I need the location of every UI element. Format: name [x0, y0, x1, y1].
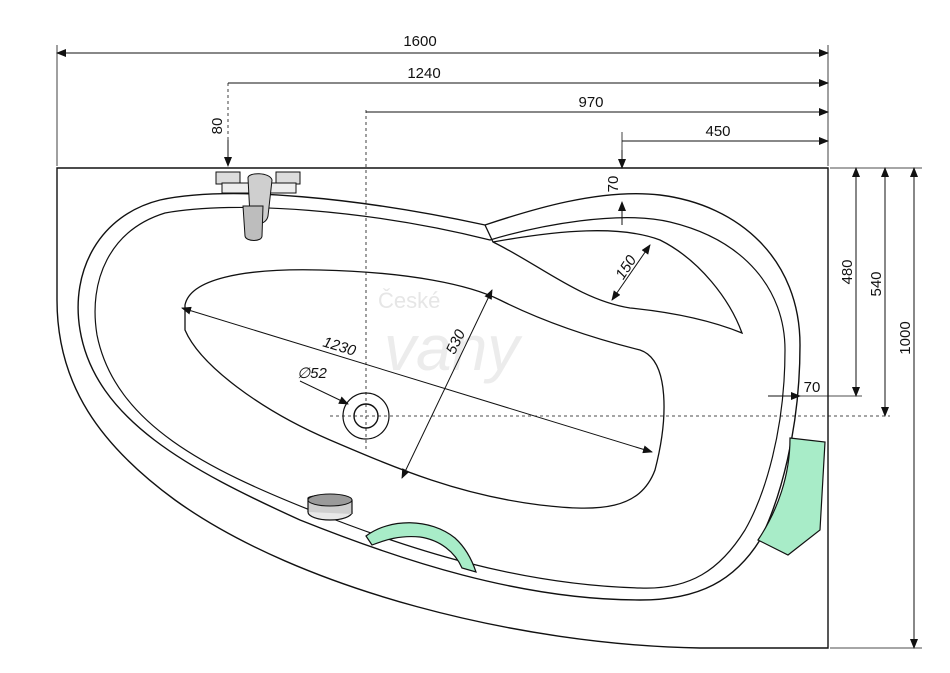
dim-diameter-52: ∅52 — [297, 365, 327, 382]
dim-80: 80 — [209, 118, 226, 135]
mixer-tap — [215, 171, 301, 241]
reference-lines — [227, 83, 890, 450]
vertical-dimensions — [224, 140, 918, 649]
dim-70-right: 70 — [804, 379, 821, 396]
dim-150: 150 — [612, 252, 640, 283]
tub-rim-outer — [77, 192, 801, 601]
extension-lines — [56, 45, 922, 649]
overflow-cap — [307, 493, 353, 521]
dim-540: 540 — [868, 271, 885, 296]
headrest-ledge — [484, 224, 744, 335]
dim-1000: 1000 — [897, 321, 914, 354]
dim-450: 450 — [705, 123, 730, 140]
grip-handle — [365, 522, 477, 573]
dim-970: 970 — [578, 94, 603, 111]
dimension-labels: 1600 1240 970 450 80 70 150 1230 530 ∅52… — [209, 33, 914, 396]
dim-1240: 1240 — [407, 65, 440, 82]
tub-outer-outline — [56, 167, 829, 649]
diagonal-dimensions — [181, 244, 653, 479]
dim-480: 480 — [839, 259, 856, 284]
tub-rim-inner — [94, 206, 786, 589]
headrest-cushion — [757, 437, 826, 556]
dim-70-top: 70 — [605, 176, 622, 193]
watermark-line1: České — [378, 288, 440, 313]
dim-1600: 1600 — [403, 33, 436, 50]
horizontal-dimensions — [56, 49, 829, 400]
